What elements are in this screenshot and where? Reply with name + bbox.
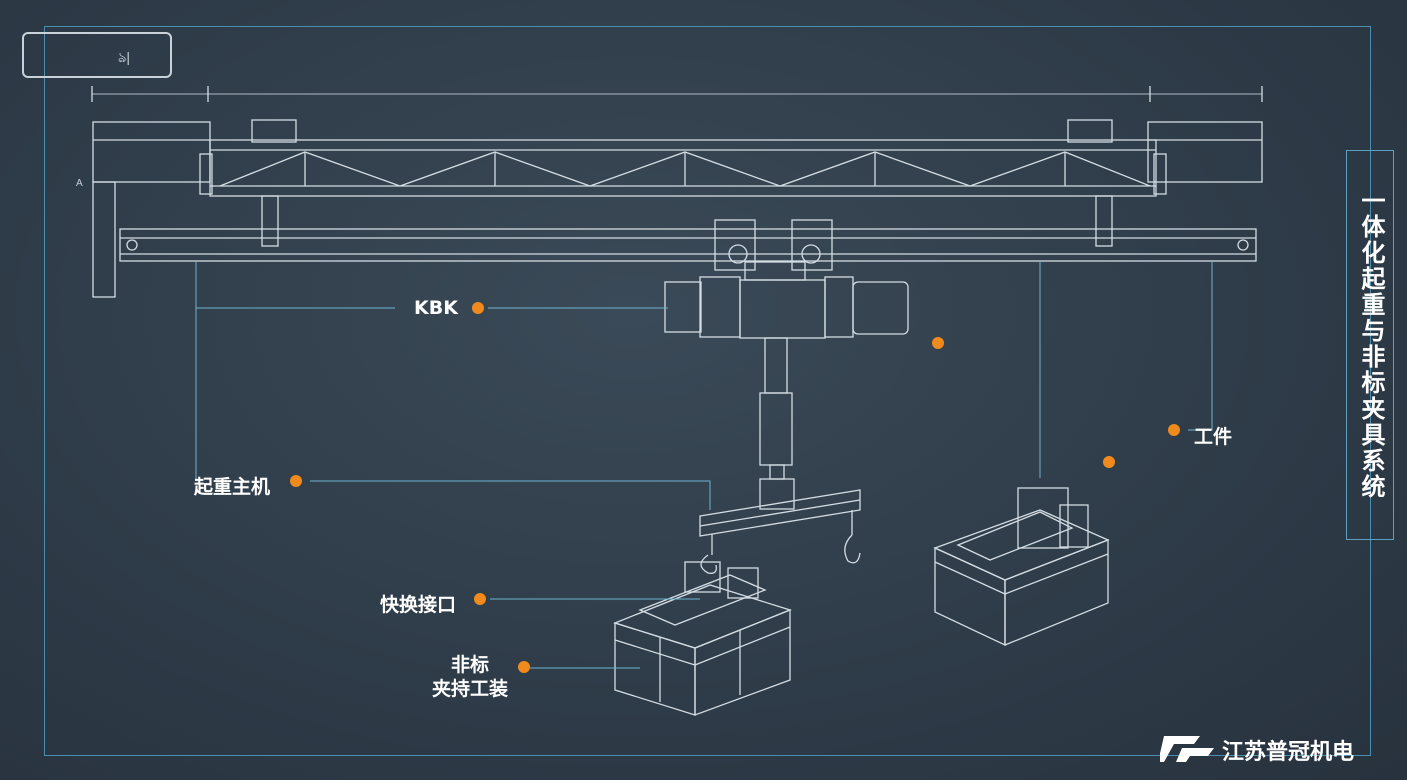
section-mark: A <box>76 178 83 189</box>
callout-hoist: 起重主机 <box>194 476 271 498</box>
callout-fixture-line2: 夹持工装 <box>432 678 509 700</box>
top-left-tab-text: ঌ| <box>118 49 131 65</box>
callout-workpiece-dot <box>1168 424 1180 436</box>
callout-quick-interface: 快换接口 <box>380 594 457 616</box>
brand-name: 江苏普冠机电 <box>1222 740 1355 765</box>
callout-kbk: KBK <box>414 297 458 319</box>
callout-fixture-line1: 非标 <box>451 654 490 676</box>
system-title: 一体化起重与非标夹具系统 <box>1357 188 1385 500</box>
callout-hoist-dot <box>290 475 302 487</box>
callout-workpiece: 工件 <box>1194 426 1233 448</box>
callout-fixture: 非标 夹持工装 <box>432 653 508 701</box>
line-art <box>91 86 1263 716</box>
callout-box-dot <box>1103 456 1115 468</box>
callout-quick-interface-dot <box>474 593 486 605</box>
leader-lines <box>195 262 1213 669</box>
pg-logo-icon <box>1160 736 1214 762</box>
callout-fixture-dot <box>518 661 530 673</box>
callout-motor-dot <box>932 337 944 349</box>
top-left-tab <box>22 32 172 78</box>
callout-kbk-dot <box>472 302 484 314</box>
